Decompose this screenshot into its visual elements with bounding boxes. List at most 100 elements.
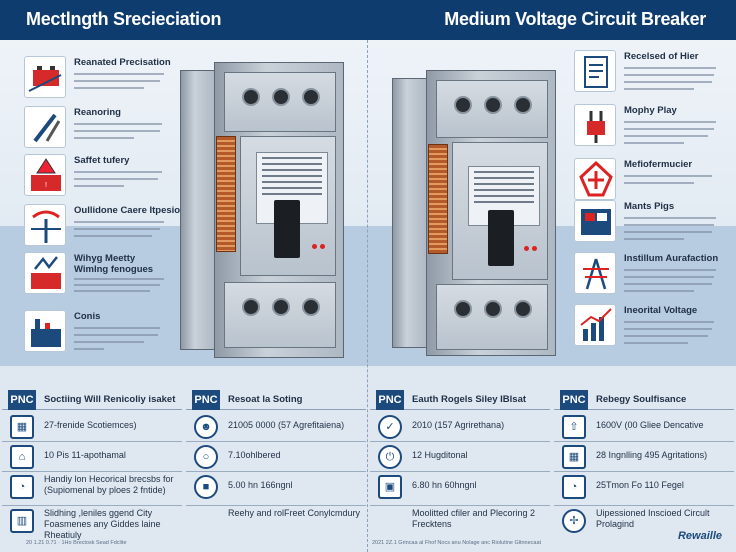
feature-right-4: Mants Pigs [574, 200, 724, 248]
footer-left-text: 20 1.21 0.71 · 1Ho Brectosk Sead Fdclite [26, 540, 127, 546]
spec-row: ⌂ 10 Pis 11-apothamal [2, 442, 182, 472]
plug-icon [574, 104, 616, 146]
feature-right-6: Ineorital Voltage [574, 304, 724, 352]
grid-icon: ▦ [562, 445, 586, 469]
spec-row-text: 27-frenide Scotiemces) [44, 420, 137, 430]
spec-header: PNC Resoat la Soting [186, 380, 366, 410]
feature-left-2: Reanoring [24, 106, 164, 154]
pnc-badge: PNC [376, 390, 404, 410]
feature-left-1: Reanated Precisation [24, 56, 171, 104]
spec-row-text: 6.80 hn 60hngnl [412, 480, 477, 490]
feature-title: Conis [74, 311, 101, 322]
left-breaker-image [180, 62, 350, 362]
spec-row: ⇧ 1600V (00 Gliee Dencative [554, 412, 734, 442]
spec-row: ✢ Uipessioned Inscioed Circult Prolagind [554, 506, 734, 540]
spec-header-text: Resoat la Soting [228, 394, 303, 405]
feature-title: Ineorital Voltage [624, 305, 698, 316]
lower-left-panel: PNC Soctiing Will Renicoliy isaket ▦ 27-… [2, 370, 366, 540]
spec-row-text: Reehy and rolFreet Conylcmdury [228, 508, 361, 518]
footer-right-text: 2021 2Z.1 Grincaa al Fhof Nocs anu Nolag… [372, 540, 542, 546]
spec-row: ▥ Slidhing ,leniles ggend City Foasmenes… [2, 506, 182, 540]
spec-row: ☻ 21005 0000 (57 Agrefitaiena) [186, 412, 366, 442]
feature-right-2: Mophy Play [574, 104, 724, 152]
center-divider [367, 40, 368, 552]
spec-row-text: 7.10ohlbered [228, 450, 281, 460]
spec-row-text: 25Tmon Fo 110 Fegel [596, 480, 684, 490]
feature-title: Instillum Aurafaction [624, 253, 719, 264]
document-icon [574, 50, 616, 92]
right-title: Medium Voltage Circuit Breaker [444, 9, 706, 29]
spec-row: ◔ 25Tmon Fo 110 Fegel [554, 472, 734, 506]
spec-header: PNC Eauth Rogels Siley IBlsat [370, 380, 550, 410]
spec-column-3: PNC Eauth Rogels Siley IBlsat ✓ 2010 (15… [370, 380, 550, 540]
brand-logo: Rewaille [677, 530, 722, 542]
spec-row-text: Moolitted cfiler and Plecoring 2 Freckte… [412, 508, 536, 529]
spec-row: ⏻ 12 Hugditonal [370, 442, 550, 472]
upload-icon: ⇧ [562, 415, 586, 439]
screwdriver-icon [24, 106, 66, 148]
building-icon: ▥ [10, 509, 34, 533]
graph-icon [574, 304, 616, 346]
spec-column-2: PNC Resoat la Soting ☻ 21005 0000 (57 Ag… [186, 380, 366, 540]
pnc-badge: PNC [192, 390, 220, 410]
feature-left-5: Wihyg Meetty Wimlng fenogues [24, 252, 164, 300]
spec-row-text: Slidhing ,leniles ggend City Foasmenes a… [44, 508, 161, 540]
spec-row-text: 28 Ingnlling 495 Agritations) [596, 450, 708, 460]
spec-row: ◔ Handiy lon Hecorical brecsbs for (Supi… [2, 472, 182, 506]
box-icon: ▣ [378, 475, 402, 499]
grid-icon: ▦ [10, 415, 34, 439]
spec-header-text: Rebegy Soulfisance [596, 394, 687, 405]
feature-right-1: Recelsed of Hier [574, 50, 724, 98]
feature-title: Mants Pigs [624, 201, 675, 212]
feature-title: Saffet tufery [74, 155, 130, 166]
feature-title: Mefiofermucier [624, 159, 693, 170]
feature-left-3: ! Saffet tufery [24, 154, 164, 202]
spec-row-text: 21005 0000 (57 Agrefitaiena) [228, 420, 345, 430]
spec-row-text: 12 Hugditonal [412, 450, 468, 460]
antenna-icon [24, 204, 66, 246]
meter-icon [574, 200, 616, 242]
spec-row-text: 10 Pis 11-apothamal [44, 450, 126, 460]
spec-header: PNC Rebegy Soulfisance [554, 380, 734, 410]
spec-row-text: Handiy lon Hecorical brecsbs for (Supiom… [44, 474, 174, 495]
home-icon: ⌂ [10, 445, 34, 469]
spec-row: ▣ 6.80 hn 60hngnl [370, 472, 550, 506]
spec-row: Reehy and rolFreet Conylcmdury [186, 506, 366, 540]
spec-row: ▦ 27-frenide Scotiemces) [2, 412, 182, 442]
check-icon: ✓ [378, 415, 402, 439]
feature-title: Recelsed of Hier [624, 51, 699, 62]
spec-column-1: PNC Soctiing Will Renicoliy isaket ▦ 27-… [2, 380, 182, 540]
compass-icon: ✢ [562, 509, 586, 533]
spec-row-text: 1600V (00 Gliee Dencative [596, 420, 704, 430]
spec-header-text: Soctiing Will Renicoliy isaket [44, 394, 176, 405]
feature-left-6: Conis [24, 310, 164, 358]
spec-column-4: PNC Rebegy Soulfisance ⇧ 1600V (00 Gliee… [554, 380, 734, 540]
spec-row-text: 5.00 hn 166ngnl [228, 480, 293, 490]
spec-row: Moolitted cfiler and Plecoring 2 Freckte… [370, 506, 550, 540]
right-breaker-image [392, 70, 562, 360]
pnc-badge: PNC [8, 390, 36, 410]
feature-right-5: Instillum Aurafaction [574, 252, 724, 300]
spec-row: ■ 5.00 hn 166ngnl [186, 472, 366, 506]
factory-icon [24, 310, 66, 352]
person-icon: ☻ [194, 415, 218, 439]
pnc-badge: PNC [560, 390, 588, 410]
spec-row-text: Uipessioned Inscioed Circult Prolagind [596, 508, 710, 529]
header-bar: Mectlngth Srecieciation Medium Voltage C… [0, 0, 736, 40]
spec-header: PNC Soctiing Will Renicoliy isaket [2, 380, 182, 410]
box-icon: ■ [194, 475, 218, 499]
feature-title: Mophy Play [624, 105, 677, 116]
lower-right-panel: PNC Eauth Rogels Siley IBlsat ✓ 2010 (15… [370, 370, 734, 540]
power-icon: ⏻ [378, 445, 402, 469]
feature-right-3: Mefiofermucier [574, 158, 724, 206]
warning-icon: ! [24, 154, 66, 196]
spec-row-text: 2010 (157 Agrirethana) [412, 420, 505, 430]
feature-title: Reanoring [74, 107, 121, 118]
circle-icon: ○ [194, 445, 218, 469]
spec-row: ✓ 2010 (157 Agrirethana) [370, 412, 550, 442]
battery-icon [24, 56, 66, 98]
gauge-icon: ◔ [10, 475, 34, 499]
feature-left-4: Oullidone Caere Itpesion [24, 204, 186, 252]
left-title: Mectlngth Srecieciation [26, 9, 222, 29]
spec-header-text: Eauth Rogels Siley IBlsat [412, 394, 527, 405]
